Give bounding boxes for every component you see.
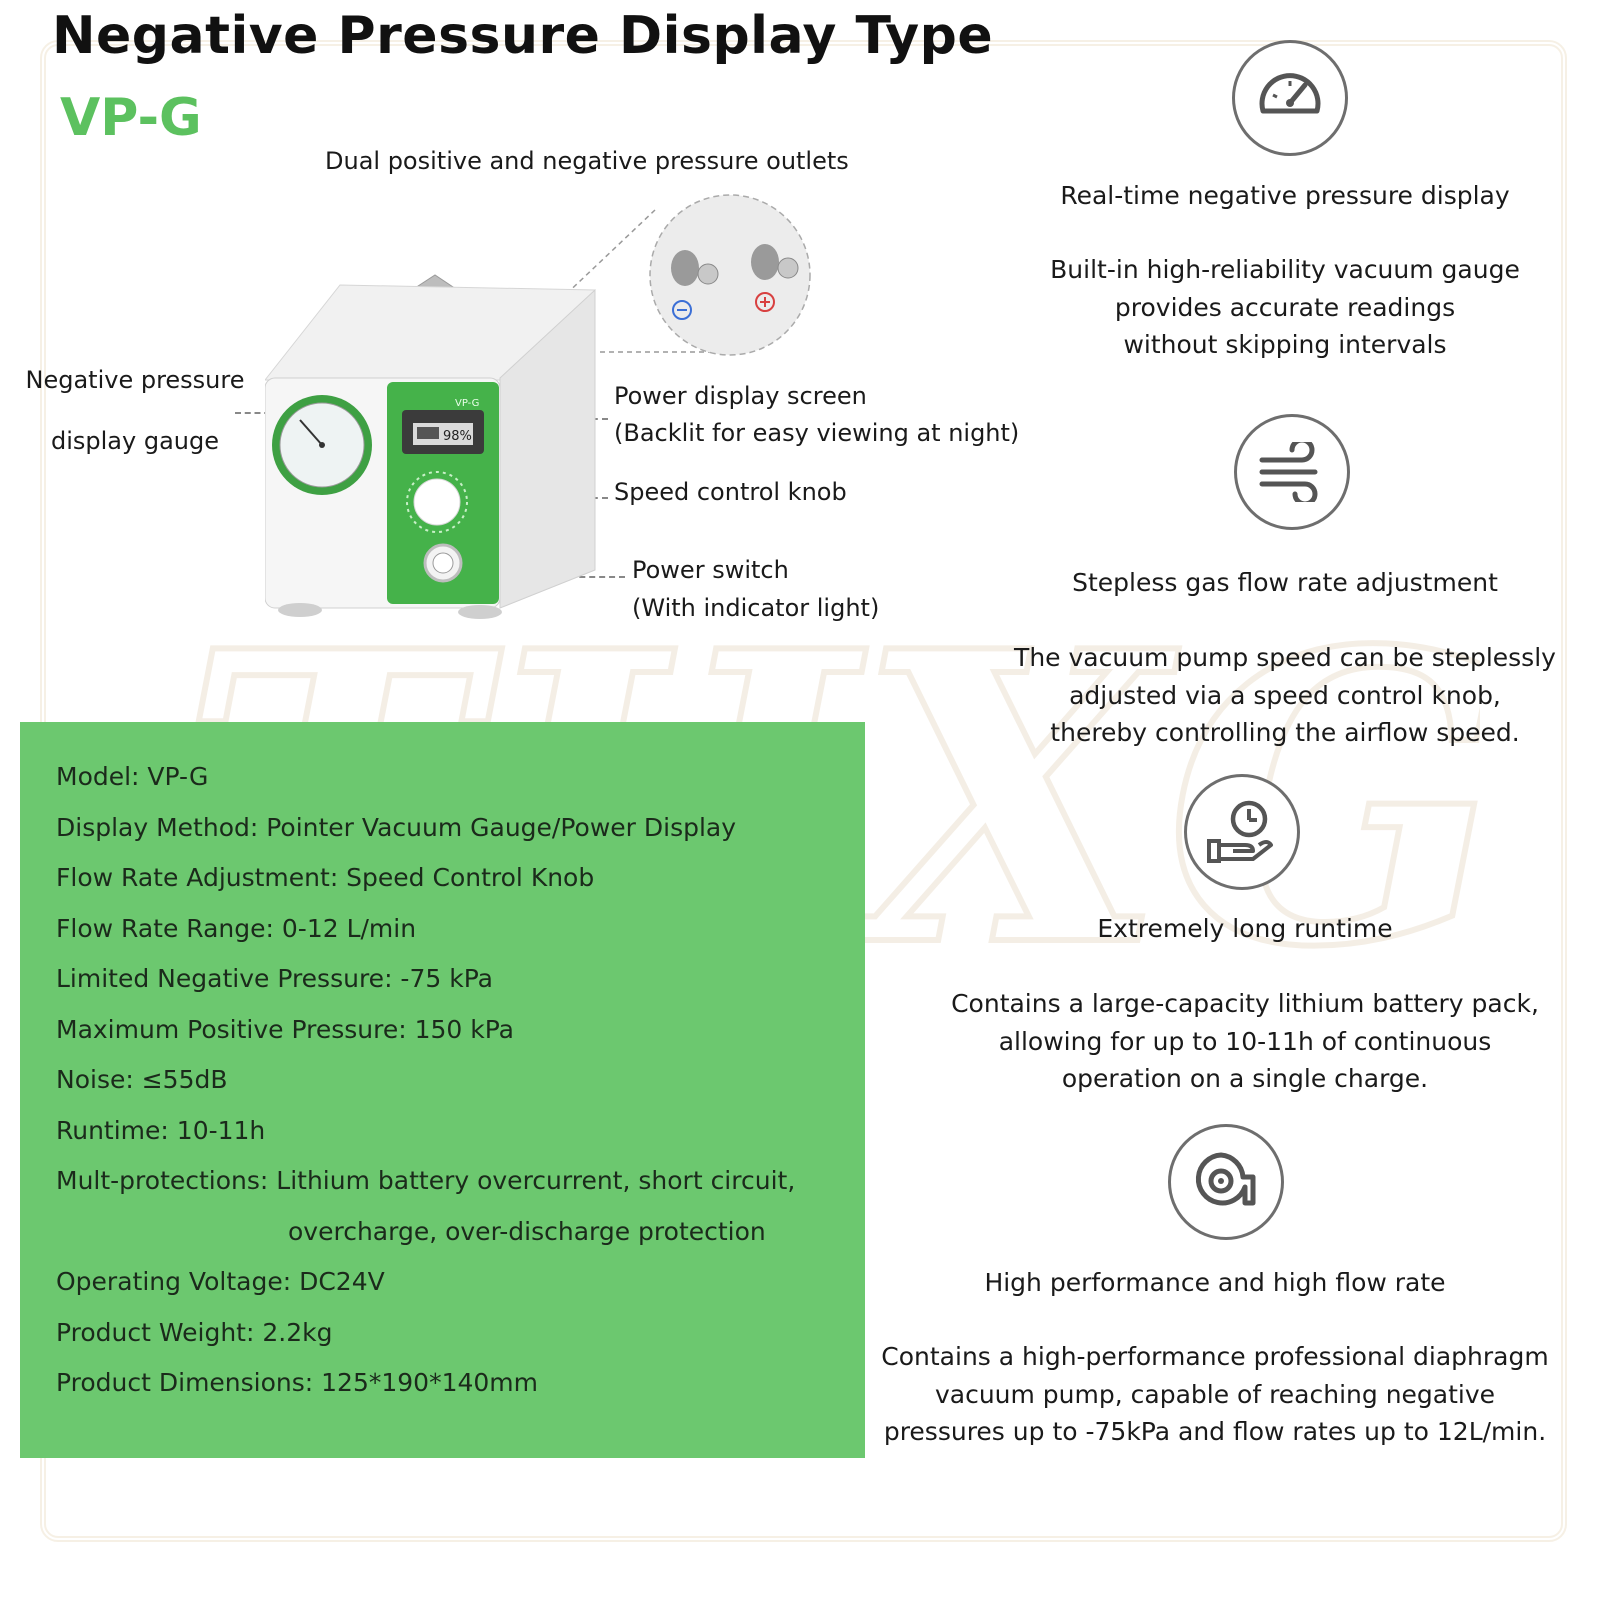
speedometer-icon <box>1232 40 1348 156</box>
spec-flow-adjustment: Flow Rate Adjustment: Speed Control Knob <box>56 863 595 892</box>
spec-flow-range: Flow Rate Range: 0-12 L/min <box>56 914 417 943</box>
spec-display-method: Display Method: Pointer Vacuum Gauge/Pow… <box>56 813 737 842</box>
spec-negative-pressure: Limited Negative Pressure: -75 kPa <box>56 964 493 993</box>
feature-desc-flow-adjustment: The vacuum pump speed can be steplessly … <box>1014 643 1556 747</box>
spec-runtime: Runtime: 10-11h <box>56 1116 266 1145</box>
spec-model: Model: VP-G <box>56 762 209 791</box>
screen-callout-line2: (Backlit for easy viewing at night) <box>614 419 1020 447</box>
feature-desc-performance: Contains a high-performance professional… <box>881 1342 1549 1446</box>
spec-protections-continued: overcharge, over-discharge protection <box>288 1217 766 1246</box>
knob-callout: Speed control knob <box>614 478 847 506</box>
feature-title-flow-adjustment: Stepless gas flow rate adjustment <box>1072 568 1498 597</box>
screen-callout-line1: Power display screen <box>614 382 867 410</box>
specifications-panel: Model: VP-G Display Method: Pointer Vacu… <box>20 722 865 1458</box>
wind-icon <box>1234 414 1350 530</box>
spec-protections: Mult-protections: Lithium battery overcu… <box>56 1166 796 1195</box>
spec-dimensions: Product Dimensions: 125*190*140mm <box>56 1368 539 1397</box>
spec-voltage: Operating Voltage: DC24V <box>56 1267 385 1296</box>
feature-title-performance: High performance and high flow rate <box>984 1268 1446 1297</box>
model-name: VP-G <box>60 88 202 148</box>
feature-desc-pressure-display: Built-in high-reliability vacuum gauge p… <box>1050 255 1520 359</box>
feature-title-pressure-display: Real-time negative pressure display <box>1060 181 1510 210</box>
spec-weight: Product Weight: 2.2kg <box>56 1318 333 1347</box>
spec-noise: Noise: ≤55dB <box>56 1065 228 1094</box>
outlets-zoom-illustration <box>560 194 811 356</box>
outlets-callout: Dual positive and negative pressure outl… <box>325 147 849 175</box>
feature-title-runtime: Extremely long runtime <box>1097 914 1393 943</box>
feature-desc-runtime: Contains a large-capacity lithium batter… <box>951 989 1539 1093</box>
device-brand-label: VP-G <box>455 398 479 409</box>
clock-hand-icon <box>1184 774 1300 890</box>
gauge-callout-line2: display gauge <box>51 427 219 455</box>
switch-callout-line2: (With indicator light) <box>632 594 880 622</box>
gauge-callout-line1: Negative pressure <box>25 366 245 394</box>
vacuum-pump-device: VP-G 98% <box>265 274 596 619</box>
page-title: Negative Pressure Display Type <box>52 6 994 66</box>
battery-readout: 98% <box>443 429 472 444</box>
gauge-leader-line <box>235 412 280 414</box>
switch-callout-line1: Power switch <box>632 556 789 584</box>
pump-icon <box>1168 1124 1284 1240</box>
spec-positive-pressure: Maximum Positive Pressure: 150 kPa <box>56 1015 514 1044</box>
